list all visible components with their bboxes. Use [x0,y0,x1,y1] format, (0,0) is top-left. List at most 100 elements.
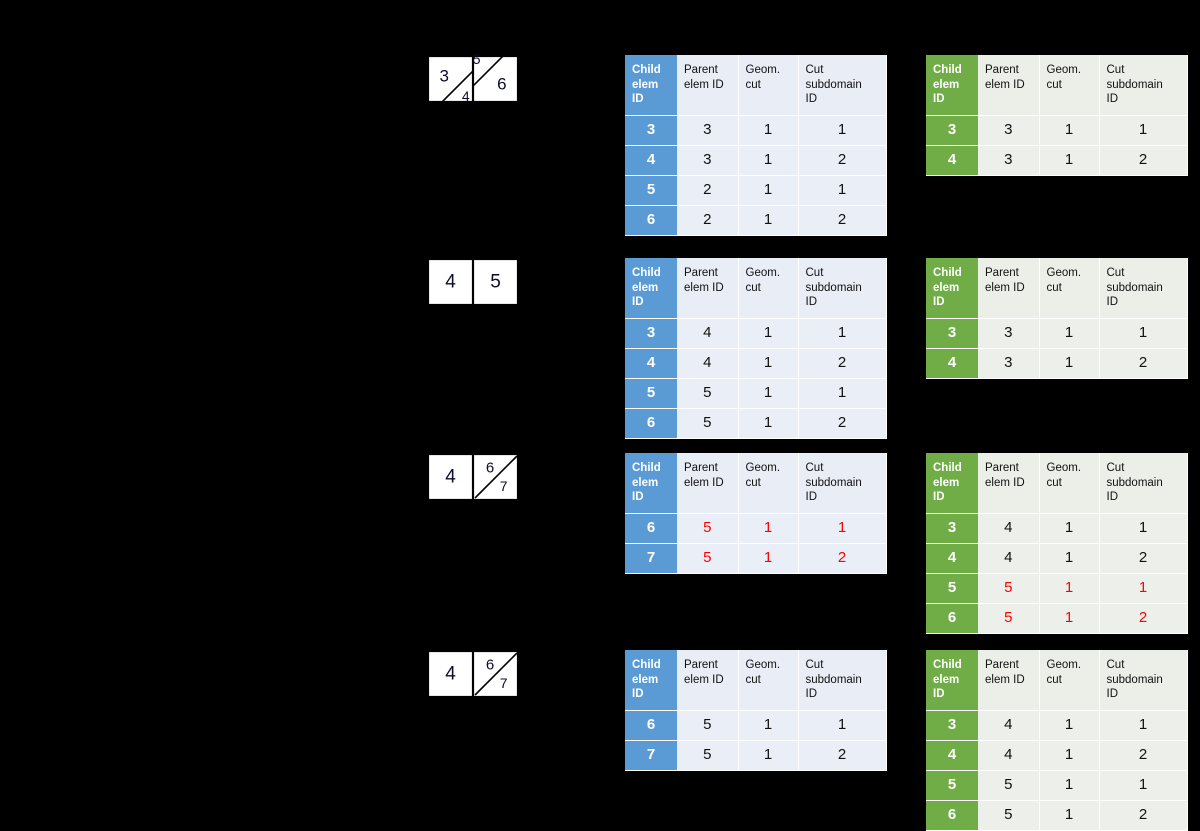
table-cell-geom: 1 [738,318,799,349]
column-header-line: Cut [805,64,824,76]
column-header-line: Child [933,462,962,474]
table-cell-subdomain: 2 [798,408,887,439]
table-cell-parent: 4 [978,513,1040,544]
table-cell-subdomain: 2 [1099,145,1188,176]
table-cell-subdomain: 2 [798,740,887,771]
column-header-line: Parent [985,64,1019,76]
table-cell-geom: 1 [1039,603,1100,634]
column-header-line: Geom. [1046,462,1082,474]
table-cell-parent: 5 [677,740,739,771]
column-header-line: ID [632,296,644,308]
column-header-2: Geom.cut [738,258,799,319]
column-header-line: ID [632,491,644,503]
column-header-line: subdomain [805,476,862,489]
table-cell-child: 4 [926,348,978,379]
table-cell-subdomain: 1 [1099,710,1188,741]
column-header-line: cut [1046,281,1062,294]
table-cell-subdomain: 2 [798,348,887,379]
mesh-cell-label-main: 4 [445,271,456,293]
column-header-1: Parent elem ID [978,650,1040,711]
table-cell-geom: 1 [738,348,799,379]
table-cell-parent: 5 [677,710,739,741]
column-header-line: elem [632,476,659,489]
table-cell-subdomain: 1 [798,318,887,349]
column-header-line: Cut [1106,659,1125,671]
table-cell-subdomain: 2 [798,543,887,574]
table-cell-child: 5 [625,175,677,206]
table-cell-parent: 3 [677,115,739,146]
column-header-2: Geom.cut [738,650,799,711]
table-cell-geom: 1 [1039,115,1100,146]
table-cell-geom: 1 [1039,573,1100,604]
table-cell-subdomain: 1 [1099,770,1188,801]
mesh-cell-label-main: 4 [445,466,456,488]
column-header-line: elem ID [985,281,1025,294]
table-cell-subdomain: 1 [1099,513,1188,544]
table-cell-subdomain: 1 [1099,573,1188,604]
column-header-line: subdomain [805,281,862,294]
table-cell-parent: 3 [978,115,1040,146]
table-cell-subdomain: 2 [1099,740,1188,771]
table-cell-parent: 5 [978,573,1040,604]
table-cell-child: 3 [926,115,978,146]
column-header-line: elem [933,281,960,294]
mesh-cell: 5 [473,259,518,305]
table-cell-parent: 2 [677,175,739,206]
column-header-line: elem ID [985,673,1025,686]
mesh-cell-label-cut: 5 [472,50,481,67]
column-header-line: Parent [684,64,718,76]
column-header-line: Child [933,659,962,671]
mesh-cell-label-cut: 7 [499,675,508,692]
table-cell-parent: 5 [978,800,1040,831]
table-cell-geom: 1 [738,145,799,176]
column-header-line: Child [632,462,661,474]
column-header-line: Parent [985,659,1019,671]
table-cell-parent: 4 [978,740,1040,771]
column-header-line: ID [1106,93,1119,105]
table-cell-child: 7 [625,543,677,574]
table-cell-child: 6 [625,513,677,544]
column-header-line: Child [933,267,962,279]
table-cell-subdomain: 1 [798,378,887,409]
column-header-line: subdomain [1106,476,1163,489]
table-cell-parent: 5 [677,513,739,544]
column-header-line: Geom. [1046,659,1082,671]
table-cell-child: 6 [926,603,978,634]
column-header-line: elem ID [684,78,724,91]
column-header-line: ID [805,688,818,700]
column-header-line: ID [805,296,818,308]
table-cell-geom: 1 [1039,513,1100,544]
table-cell-child: 3 [926,513,978,544]
column-header-line: cut [745,476,761,489]
table-cell-geom: 1 [1039,800,1100,831]
table-cell-child: 5 [926,770,978,801]
table-cell-child: 4 [926,740,978,771]
table-cell-parent: 5 [677,378,739,409]
column-header-line: elem [933,673,960,686]
column-header-line: Cut [1106,462,1125,474]
table-cell-parent: 4 [677,318,739,349]
column-header-line: ID [805,93,818,105]
column-header-line: Geom. [745,462,781,474]
table-cell-child: 6 [625,408,677,439]
